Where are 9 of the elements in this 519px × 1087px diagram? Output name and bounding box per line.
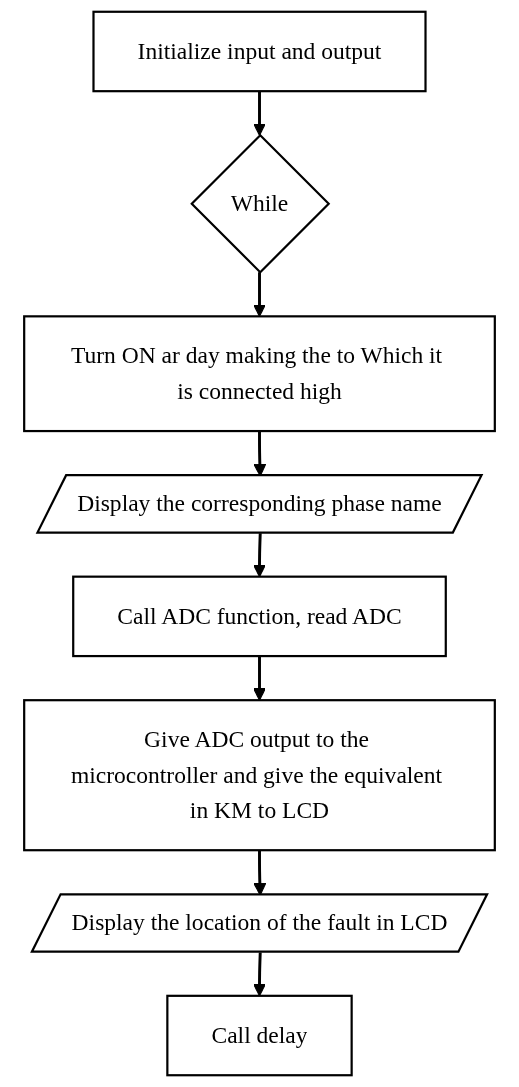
arrow	[253, 656, 266, 701]
node-box: Initialize input and output	[92, 10, 427, 93]
node-box: Call delay	[166, 994, 353, 1077]
arrow	[253, 91, 266, 136]
node-box: Give ADC output to the microcontroller and give the equivalent in KM to LCD	[23, 699, 496, 852]
arrow	[253, 272, 266, 317]
node-diamond: While	[190, 133, 331, 274]
node-box: Turn ON ar day making the to Which it is connected high	[23, 315, 496, 433]
node-box: Call ADC function, read ADC	[72, 575, 447, 658]
